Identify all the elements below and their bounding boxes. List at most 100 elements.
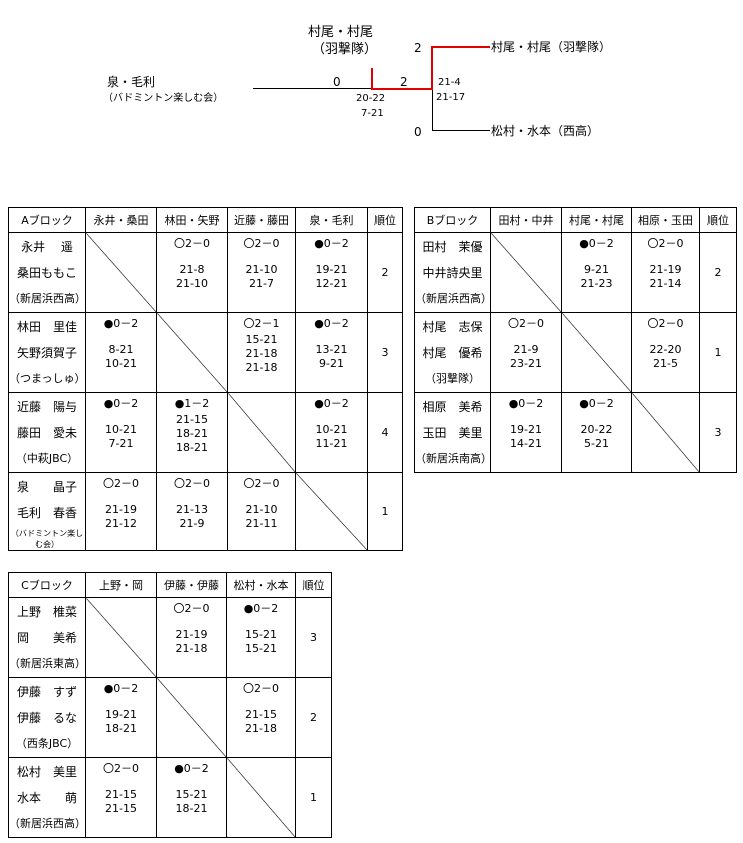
self-match-cell — [631, 392, 700, 473]
top-pair-team: （羽撃隊） — [312, 42, 378, 57]
game-score: 14-21 — [510, 437, 542, 450]
game-score: 8-21 — [108, 343, 134, 356]
game-score: 21-14 — [649, 277, 682, 290]
player-name: 泉 晶子 — [16, 480, 77, 494]
match-result: ●0－2 — [103, 397, 139, 410]
column-header: 林田・矢野 — [156, 207, 228, 233]
game-score: 5-21 — [584, 437, 609, 450]
rank-header: 順位 — [367, 207, 403, 233]
rank-value: 4 — [367, 392, 403, 473]
game-score: 21-19 — [175, 628, 208, 641]
self-match-cell — [226, 757, 296, 838]
player-name: 松村 美里 — [16, 765, 77, 779]
player-cell: 村尾 志保村尾 優希（羽撃隊） — [414, 312, 491, 393]
match-result: 〇2－0 — [243, 237, 280, 250]
column-header: 田村・中井 — [490, 207, 562, 233]
rank-value: 3 — [295, 597, 332, 678]
bracket-win-line — [371, 68, 373, 90]
player-name: 永井 遥 — [21, 240, 73, 254]
match-result: ●0－2 — [314, 397, 349, 410]
game-score: 21-15 — [105, 802, 137, 815]
game-score: 21-7 — [249, 277, 274, 290]
game-score: 21-18 — [245, 361, 278, 374]
player-name: 相原 美希 — [422, 400, 483, 414]
game-score: 21-19 — [649, 263, 682, 276]
rank-value: 2 — [699, 232, 737, 313]
player-name: 近藤 陽与 — [16, 400, 77, 414]
winner-label: 村尾・村尾（羽撃隊） — [491, 40, 612, 54]
player-name: 藤田 愛未 — [16, 426, 77, 440]
player-name: 岡 美希 — [16, 631, 77, 645]
final-bottom-score: 0 — [414, 125, 422, 139]
game-score: 9-21 — [319, 357, 344, 370]
game-score: 21-12 — [105, 517, 137, 530]
self-match-cell — [227, 392, 296, 473]
game-score: 10-21 — [105, 423, 137, 436]
player-name: 中井詩央里 — [422, 266, 483, 280]
player-name: 桑田ももこ — [16, 266, 77, 280]
game-score: 21-5 — [653, 357, 678, 370]
match-result: 〇2－0 — [174, 477, 210, 490]
game-score: 7-21 — [108, 437, 134, 450]
column-header: 近藤・藤田 — [227, 207, 296, 233]
self-match-cell — [295, 472, 368, 551]
game-score: 20-22 — [580, 423, 613, 436]
player-cell: 永井 遥桑田ももこ（新居浜西高） — [8, 232, 86, 313]
top-pair-name: 村尾・村尾 — [308, 25, 374, 40]
player-name: 田村 茉優 — [422, 240, 483, 254]
match-result: ●0－2 — [314, 237, 349, 250]
team-name: （新居浜西高） — [415, 292, 491, 305]
block-title: Aブロック — [8, 207, 86, 233]
team-name: （つまっしゅ） — [9, 372, 86, 385]
rank-value: 1 — [699, 312, 737, 393]
left-pair-name: 泉・毛利 — [107, 75, 156, 89]
bracket-win-line — [431, 46, 490, 48]
rank-value: 3 — [699, 392, 737, 473]
game-score: 19-21 — [315, 263, 348, 276]
self-match-cell — [85, 597, 157, 678]
game-score: 19-21 — [105, 708, 137, 721]
game-score: 12-21 — [315, 277, 348, 290]
game-score: 21-15 — [105, 788, 137, 801]
team-name: （新居浜南高） — [415, 452, 491, 465]
match-result: 〇2－1 — [243, 317, 280, 330]
self-match-cell — [490, 232, 562, 313]
rank-value: 1 — [367, 472, 403, 551]
match-result: ●0－2 — [579, 237, 614, 250]
column-header: 上野・岡 — [85, 572, 157, 598]
player-cell: 田村 茉優中井詩央里 （新居浜西高） — [414, 232, 491, 313]
column-header: 泉・毛利 — [295, 207, 368, 233]
player-cell: 泉 晶子毛利 春香（バドミントン楽しむ会） — [8, 472, 86, 551]
game-score: 21-10 — [245, 263, 278, 276]
self-match-cell — [156, 312, 228, 393]
player-name: 村尾 志保 — [422, 320, 483, 334]
bracket-line — [432, 90, 433, 131]
rank-value: 3 — [367, 312, 403, 393]
match-result: 〇2－0 — [103, 762, 139, 775]
header-row: Bブロック田村・中井村尾・村尾相原・玉田順位 — [414, 207, 737, 233]
player-name: 上野 椎菜 — [16, 605, 77, 619]
final-game-score: 21-4 — [438, 77, 461, 88]
player-name: 矢野須賀子 — [16, 346, 77, 360]
